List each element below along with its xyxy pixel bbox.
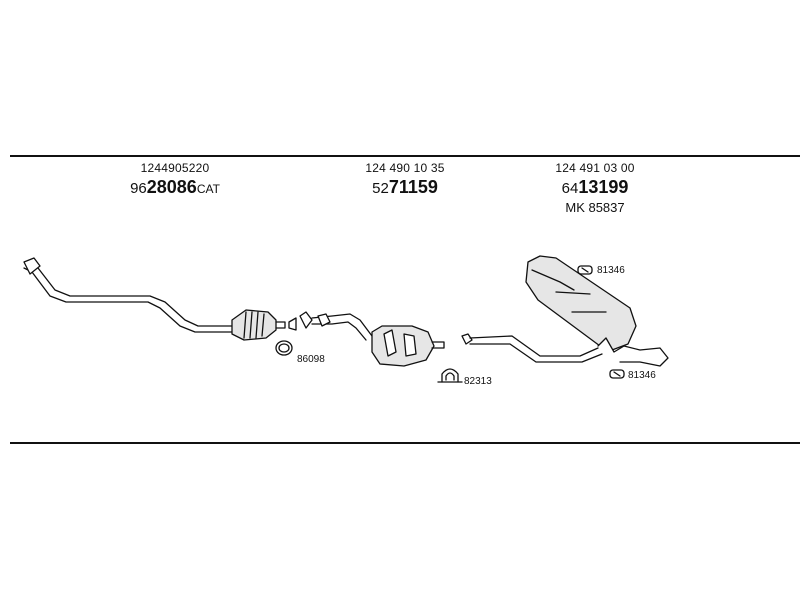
rear-pipe bbox=[461, 333, 603, 363]
part-number-3: 6413199 bbox=[520, 177, 670, 198]
hanger-bottom-icon bbox=[609, 369, 625, 379]
oe-number-2: 124 490 10 35 bbox=[365, 161, 445, 175]
section-2-labels: 124 490 10 35 5271159 bbox=[330, 161, 480, 198]
hanger-bottom-part-number: 81346 bbox=[628, 370, 656, 381]
clamp-part-number: 82313 bbox=[464, 376, 492, 387]
hanger-top-part-number: 81346 bbox=[597, 265, 625, 276]
part-main-1: 28086 bbox=[146, 177, 197, 197]
part-number-1: 9628086CAT bbox=[100, 177, 250, 198]
front-pipe bbox=[23, 257, 233, 333]
bottom-rule bbox=[10, 442, 800, 444]
oe-number-1: 1244905220 bbox=[140, 161, 210, 175]
part-main-2: 71159 bbox=[388, 177, 438, 197]
kit-number-3: MK 85837 bbox=[565, 200, 625, 215]
part-prefix-3: 64 bbox=[561, 180, 579, 197]
section-3-labels: 124 491 03 00 6413199 MK 85837 bbox=[520, 161, 670, 215]
rear-silencer bbox=[525, 255, 669, 367]
part-prefix-1: 96 bbox=[130, 180, 147, 197]
gasket-part-number: 86098 bbox=[297, 354, 325, 365]
hanger-top-icon bbox=[577, 265, 593, 275]
section-1-labels: 1244905220 9628086CAT bbox=[100, 161, 250, 198]
catalytic-converter bbox=[231, 309, 286, 341]
part-prefix-2: 52 bbox=[372, 180, 389, 197]
top-rule bbox=[10, 155, 800, 157]
oe-number-3: 124 491 03 00 bbox=[555, 161, 635, 175]
middle-silencer bbox=[299, 311, 445, 367]
part-main-3: 13199 bbox=[578, 177, 629, 197]
clamp-icon bbox=[437, 368, 463, 383]
part-number-2: 5271159 bbox=[330, 177, 480, 198]
gasket-ring-icon bbox=[275, 317, 297, 356]
part-suffix-1: CAT bbox=[196, 182, 220, 196]
